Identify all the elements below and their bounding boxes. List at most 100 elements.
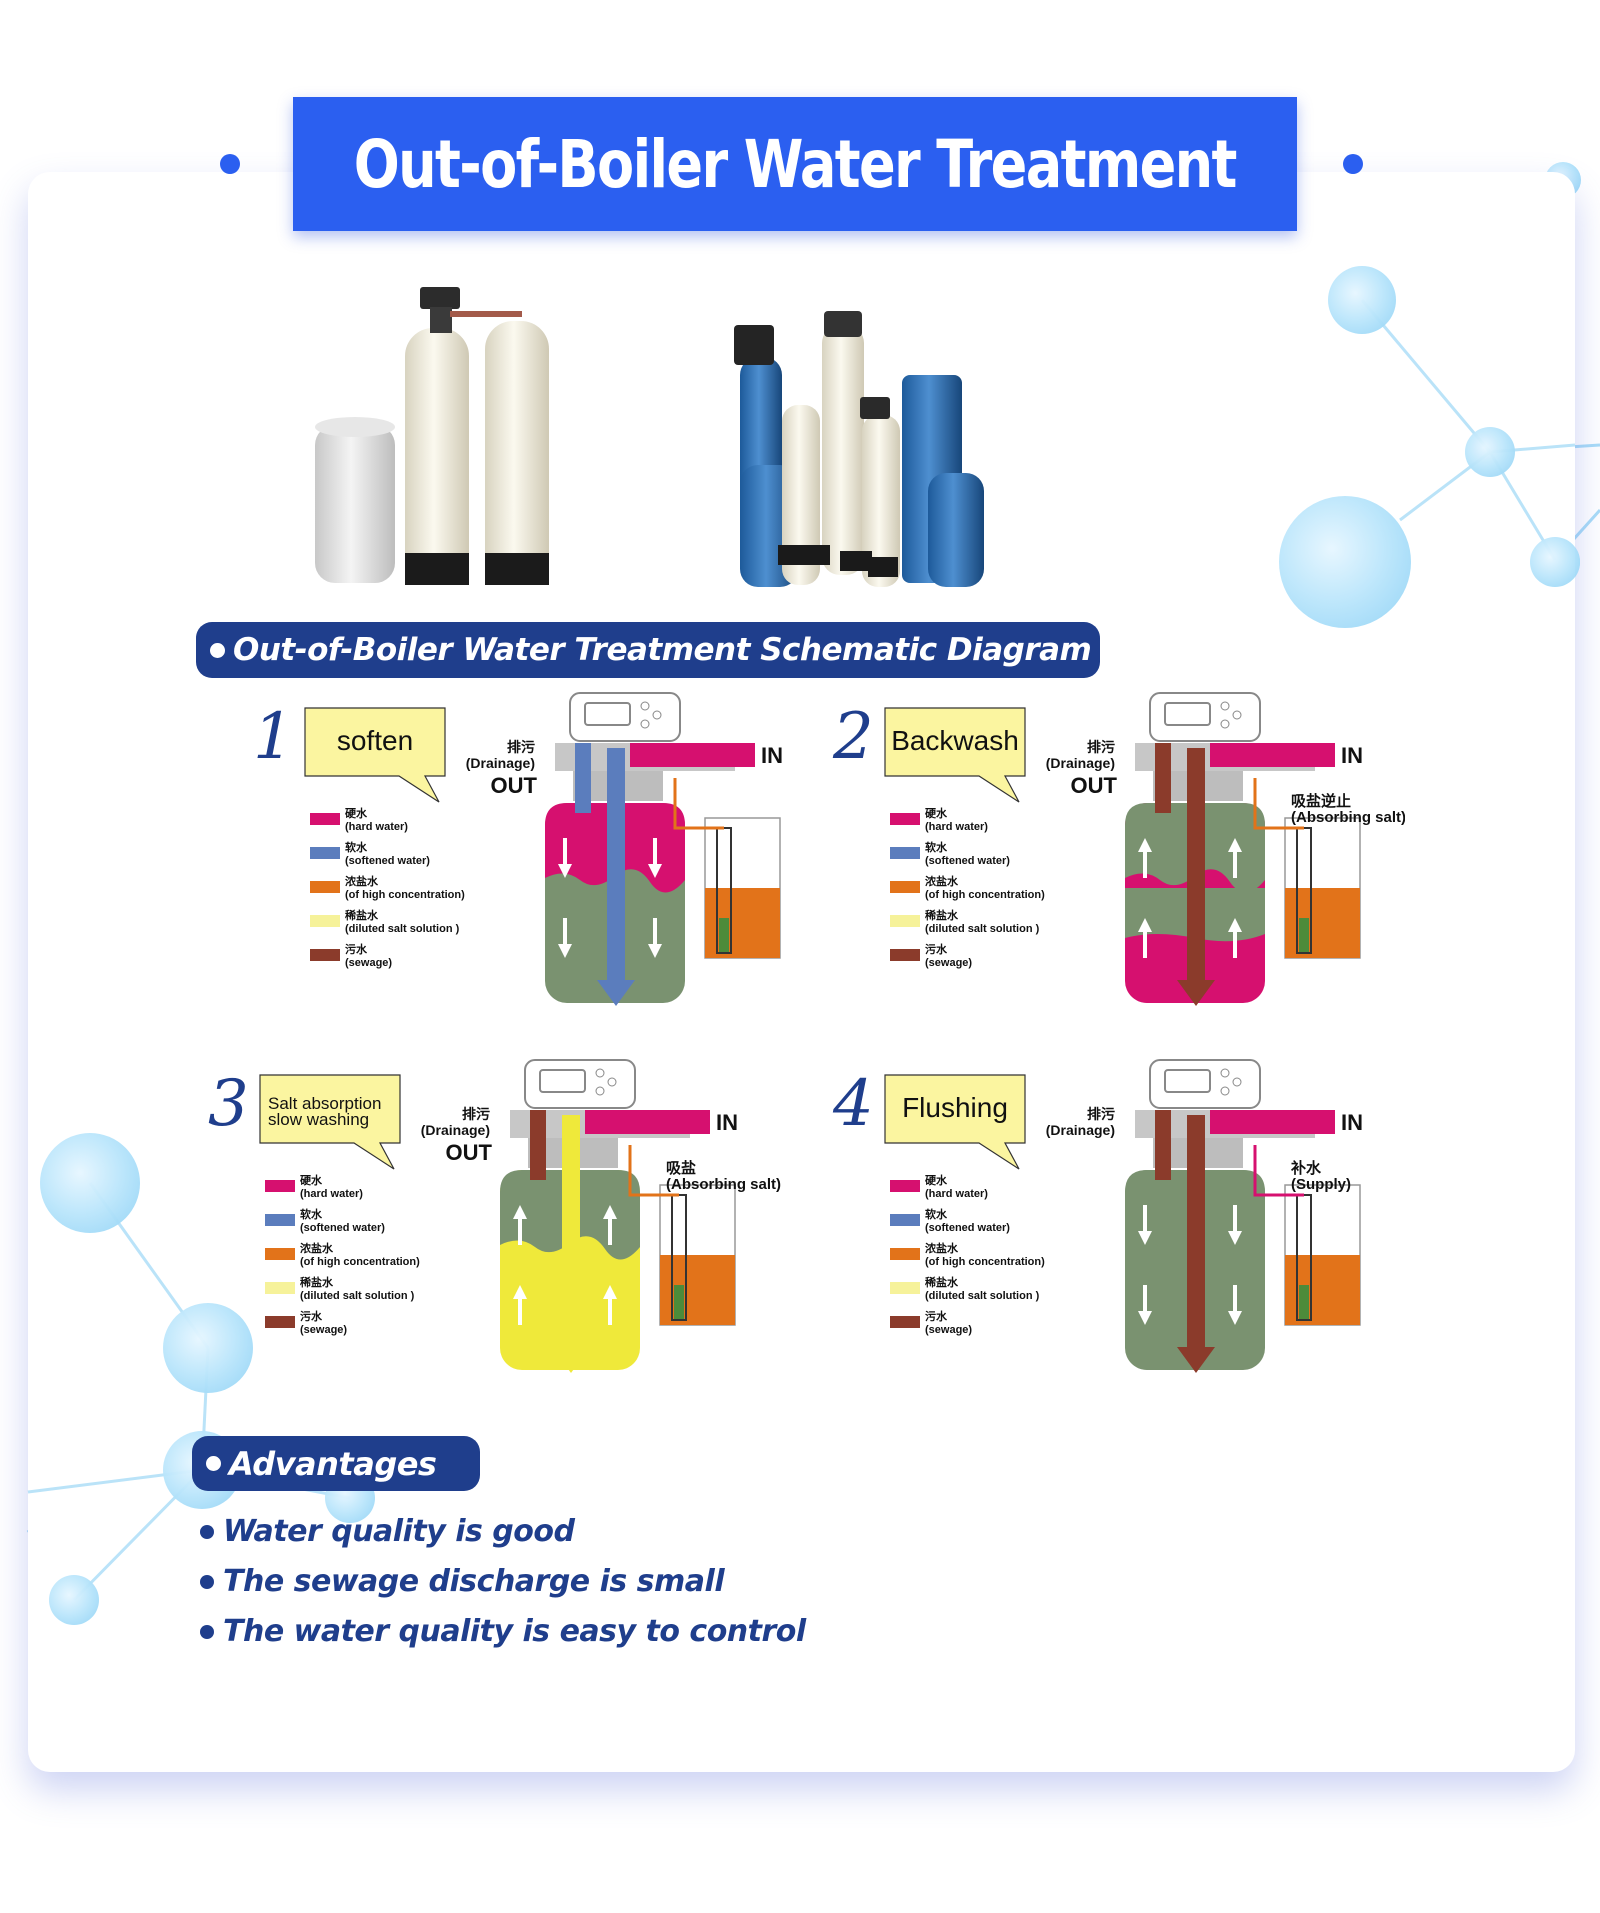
legend-label-cn: 浓盐水	[925, 874, 959, 888]
legend-label-en: (softened water)	[925, 855, 1010, 867]
legend-label-cn: 硬水	[300, 1173, 323, 1187]
legend-label-cn: 稀盐水	[925, 908, 959, 922]
product-photos	[315, 287, 984, 587]
legend-swatch	[890, 813, 920, 825]
schematic-heading-text: Out-of-Boiler Water Treatment Schematic …	[233, 632, 1092, 668]
legend-label-en: (softened water)	[300, 1222, 385, 1234]
step-number: 2	[832, 700, 874, 774]
step-label: soften	[337, 725, 413, 756]
legend-swatch	[890, 1316, 920, 1328]
legend-swatch	[890, 1214, 920, 1226]
title-dot-left	[220, 154, 240, 174]
legend-label-en: (sewage)	[345, 957, 392, 969]
advantage-text: The sewage discharge is small	[223, 1564, 725, 1599]
step-callout	[884, 1074, 1026, 1170]
step-label: slow washing	[268, 1110, 369, 1129]
legend-label-cn: 污水	[300, 1309, 323, 1323]
step-number: 3	[208, 1067, 249, 1141]
advantages-heading: Advantages	[192, 1436, 480, 1491]
legend-swatch	[265, 1316, 295, 1328]
bullet-icon	[200, 1524, 214, 1539]
advantage-item: The sewage discharge is small	[200, 1564, 725, 1599]
legend-label-cn: 软水	[925, 1207, 948, 1221]
schematic-panel-4: 4 Flushing 硬水(hard water) 软水(softened water…	[832, 1059, 1363, 1373]
outlet-label: OUT	[1071, 773, 1118, 798]
legend-label-en: (softened water)	[345, 855, 430, 867]
step-callout	[884, 707, 1026, 803]
legend-label-cn: 软水	[925, 840, 948, 854]
legend-swatch	[265, 1214, 295, 1226]
legend-label-en: (diluted salt solution )	[345, 923, 460, 935]
legend-label-en: (softened water)	[925, 1222, 1010, 1234]
legend-label-cn: 硬水	[925, 806, 948, 820]
bullet-icon	[200, 1574, 214, 1589]
legend-label-en: (hard water)	[300, 1188, 363, 1200]
legend-label-cn: 稀盐水	[925, 1275, 959, 1289]
legend-label-cn: 硬水	[925, 1173, 948, 1187]
legend-label-en: (of high concentration)	[345, 889, 465, 901]
title-banner: Out-of-Boiler Water Treatment	[293, 97, 1297, 231]
drainage-label-cn: 排污	[1087, 739, 1115, 755]
side-label-cn: 吸盐逆止	[1291, 792, 1351, 810]
title-dot-right	[1343, 154, 1363, 174]
legend-swatch	[310, 813, 340, 825]
advantage-text: Water quality is good	[223, 1514, 575, 1549]
step-label: Backwash	[891, 725, 1019, 756]
legend-label-en: (sewage)	[300, 1324, 347, 1336]
legend-label-en: (hard water)	[925, 1188, 988, 1200]
legend-label-cn: 污水	[925, 1309, 948, 1323]
legend-label-en: (of high concentration)	[925, 889, 1045, 901]
legend-swatch	[890, 1248, 920, 1260]
legend-label-en: (diluted salt solution )	[925, 923, 1040, 935]
advantage-item: Water quality is good	[200, 1514, 575, 1549]
step-callout	[304, 707, 446, 803]
step-number: 4	[832, 1067, 874, 1141]
side-label-en: (Absorbing salt)	[666, 1176, 781, 1193]
legend-label-cn: 软水	[345, 840, 368, 854]
legend-label-en: (diluted salt solution )	[300, 1290, 415, 1302]
side-label-en: (Absorbing salt)	[1291, 809, 1405, 826]
drainage-label-en: (Drainage)	[1046, 755, 1115, 771]
legend-label-cn: 稀盐水	[345, 908, 379, 922]
side-label-en: (Supply)	[1291, 1176, 1351, 1193]
drainage-label-en: (Drainage)	[421, 1122, 490, 1138]
bullet-icon	[200, 1624, 214, 1639]
legend-swatch	[265, 1180, 295, 1192]
schematic-panel-2: 2 Backwash 硬水(hard water) 软水(softened water…	[832, 692, 1405, 1006]
bullet-icon	[206, 1456, 221, 1471]
drainage-label-cn: 排污	[1087, 1106, 1115, 1122]
outlet-label: OUT	[446, 1140, 493, 1165]
softener-tank-diagram: 排污(Drainage) IN OUT 吸盐逆止(Absorbing salt)	[1046, 692, 1405, 1006]
inlet-label: IN	[1341, 743, 1363, 768]
drainage-label-en: (Drainage)	[1046, 1122, 1115, 1138]
drainage-label-cn: 排污	[507, 739, 535, 755]
legend-swatch	[310, 881, 340, 893]
inlet-label: IN	[761, 743, 783, 768]
bullet-icon	[210, 642, 225, 658]
legend-label-en: (sewage)	[925, 1324, 972, 1336]
legend-label-en: (hard water)	[925, 821, 988, 833]
legend-swatch	[265, 1248, 295, 1260]
legend-swatch	[890, 847, 920, 859]
page-title: Out-of-Boiler Water Treatment	[354, 125, 1238, 203]
inlet-label: IN	[1341, 1110, 1363, 1135]
softener-twin-tank-photo	[315, 287, 549, 585]
softener-tank-diagram: 排污(Drainage) IN 补水(Supply)	[1046, 1059, 1363, 1373]
legend-label-cn: 污水	[345, 942, 368, 956]
step-label: Flushing	[902, 1092, 1008, 1123]
legend-swatch	[310, 847, 340, 859]
advantages-heading-text: Advantages	[229, 1444, 437, 1483]
side-label-cn: 吸盐	[666, 1159, 696, 1177]
legend-swatch	[310, 949, 340, 961]
legend-swatch	[310, 915, 340, 927]
legend-label-cn: 污水	[925, 942, 948, 956]
legend-label-cn: 软水	[300, 1207, 323, 1221]
legend-label-en: (sewage)	[925, 957, 972, 969]
side-label-cn: 补水	[1290, 1159, 1322, 1177]
legend-swatch	[265, 1282, 295, 1294]
